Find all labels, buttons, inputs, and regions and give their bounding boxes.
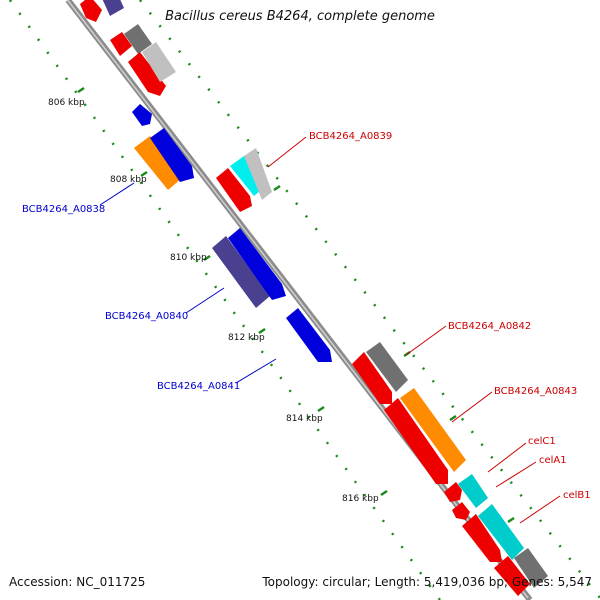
label-leader xyxy=(405,325,447,356)
label-leader xyxy=(495,461,537,488)
gene-lightgray[interactable] xyxy=(142,42,176,82)
gene-gray[interactable] xyxy=(366,342,408,392)
gene-red[interactable] xyxy=(494,556,530,596)
gene-red[interactable] xyxy=(80,0,102,22)
genome-title: Bacillus cereus B4264, complete genome xyxy=(165,9,435,24)
gene-gray[interactable] xyxy=(514,548,548,588)
gene-orange[interactable] xyxy=(134,136,182,190)
label-leader xyxy=(487,442,527,473)
gene-blue[interactable] xyxy=(286,308,332,362)
gene-cyan[interactable] xyxy=(478,504,524,560)
gene-gray[interactable] xyxy=(124,24,152,54)
gene-red[interactable] xyxy=(452,502,470,520)
accession-text: Accession: NC_011725 xyxy=(9,575,146,589)
major-tick xyxy=(380,489,388,497)
label-leader xyxy=(451,391,493,423)
gene-red[interactable] xyxy=(110,32,132,56)
major-tick xyxy=(449,414,457,422)
genome-summary-text: Topology: circular; Length: 5,419,036 bp… xyxy=(262,575,592,589)
gene-label-bcb4264-a0839[interactable]: BCB4264_A0839 xyxy=(309,131,392,142)
gene-blue[interactable] xyxy=(150,128,194,182)
major-tick xyxy=(140,170,148,178)
gene-red[interactable] xyxy=(384,398,448,484)
tick-label: 810 kbp xyxy=(170,253,207,263)
gene-red[interactable] xyxy=(128,52,166,96)
gene-red[interactable] xyxy=(352,352,392,404)
gene-red[interactable] xyxy=(444,482,462,502)
major-tick xyxy=(77,86,85,94)
major-tick xyxy=(507,516,515,524)
label-leader xyxy=(519,495,561,524)
gene-red[interactable] xyxy=(216,168,252,212)
label-leader xyxy=(235,358,277,384)
gene-red[interactable] xyxy=(462,514,502,562)
gene-label-celb1[interactable]: celB1 xyxy=(563,490,591,501)
gene-navy[interactable] xyxy=(212,236,270,308)
label-leader xyxy=(185,287,225,314)
major-tick xyxy=(273,184,281,192)
label-leader xyxy=(267,136,307,168)
gene-lightgray[interactable] xyxy=(244,148,272,200)
minor-ticks-left xyxy=(8,0,442,600)
gene-label-cela1[interactable]: celA1 xyxy=(539,455,567,466)
gene-cyan[interactable] xyxy=(458,474,488,508)
tick-label: 808 kbp xyxy=(110,175,147,185)
gene-label-bcb4264-a0838[interactable]: BCB4264_A0838 xyxy=(22,204,105,215)
tick-label: 816 kbp xyxy=(342,494,379,504)
major-tick xyxy=(258,327,266,335)
minor-ticks-right xyxy=(139,0,600,599)
gene-orange[interactable] xyxy=(400,388,466,472)
gene-label-celc1[interactable]: celC1 xyxy=(528,436,556,447)
gene-label-bcb4264-a0842[interactable]: BCB4264_A0842 xyxy=(448,321,531,332)
gene-label-bcb4264-a0840[interactable]: BCB4264_A0840 xyxy=(105,311,188,322)
major-tick xyxy=(317,405,325,413)
tick-label: 814 kbp xyxy=(286,414,323,424)
tick-label: 812 kbp xyxy=(228,333,265,343)
gene-label-bcb4264-a0843[interactable]: BCB4264_A0843 xyxy=(494,386,577,397)
gene-blue-small[interactable] xyxy=(132,104,152,126)
major-tick xyxy=(203,254,211,262)
label-leader xyxy=(99,182,135,206)
gene-blue[interactable] xyxy=(228,228,286,300)
tick-label: 806 kbp xyxy=(48,98,85,108)
gene-label-bcb4264-a0841[interactable]: BCB4264_A0841 xyxy=(157,381,240,392)
gene-navy[interactable] xyxy=(100,0,124,16)
